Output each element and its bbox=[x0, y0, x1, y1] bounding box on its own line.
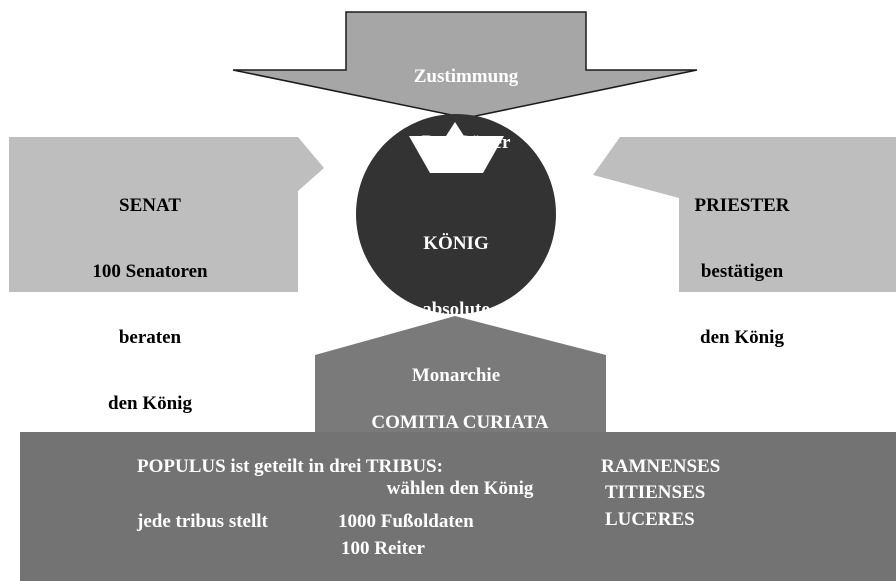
populus-stellt-label: jede tribus stellt bbox=[137, 511, 268, 532]
koenig-line2: absolute bbox=[422, 299, 490, 320]
populus-heading: POPULUS ist geteilt in drei TRIBUS: bbox=[137, 456, 443, 477]
senat-arrow-box bbox=[9, 137, 324, 292]
populus-box bbox=[20, 432, 896, 581]
priester-arrow-box bbox=[593, 137, 896, 292]
priester-line2: bestätigen bbox=[700, 261, 784, 282]
senat-line3: beraten bbox=[118, 327, 182, 348]
koenig-title: KÖNIG bbox=[423, 233, 489, 254]
priester-title: PRIESTER bbox=[694, 195, 790, 216]
top-arrow-label: Zustimmung Der Götter bbox=[380, 22, 552, 176]
comitia-up-arrow bbox=[315, 316, 606, 432]
top-arrow-line2: Der Götter bbox=[421, 132, 511, 153]
top-down-arrow bbox=[232, 11, 698, 119]
senat-title: SENAT bbox=[119, 195, 181, 216]
senat-line2: 100 Senatoren bbox=[92, 261, 208, 282]
priester-line3: den König bbox=[700, 327, 784, 348]
koenig-line3: Monarchie bbox=[411, 365, 501, 386]
tribus-titienses: TITIENSES bbox=[605, 482, 706, 503]
comitia-title: COMITIA CURIATA bbox=[371, 412, 549, 433]
tribus-ramnenses: RAMNENSES bbox=[601, 456, 721, 477]
koenig-label: KÖNIG absolute Monarchie bbox=[376, 189, 536, 409]
koenig-circle bbox=[356, 114, 556, 314]
comitia-line2: wählen den König bbox=[386, 478, 534, 499]
crown-icon bbox=[409, 122, 504, 173]
senat-line4: den König bbox=[108, 393, 192, 414]
senat-label: SENAT 100 Senatoren beraten den König bbox=[40, 151, 260, 437]
populus-soldiers: 1000 Fußoldaten bbox=[338, 511, 474, 532]
priester-label: PRIESTER bestätigen den König bbox=[652, 151, 832, 371]
populus-riders: 100 Reiter bbox=[341, 538, 425, 559]
tribus-luceres: LUCERES bbox=[605, 509, 695, 530]
comitia-label: COMITIA CURIATA wählen den König bbox=[330, 368, 590, 522]
top-arrow-line1: Zustimmung bbox=[413, 66, 519, 87]
